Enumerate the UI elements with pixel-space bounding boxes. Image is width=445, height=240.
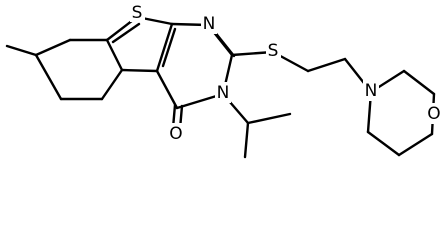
atom-o-morpholine: O xyxy=(426,103,443,124)
atom-symbol: N xyxy=(217,83,230,103)
atom-n-morpholine: N xyxy=(363,80,379,101)
atom-symbol: S xyxy=(268,41,279,61)
atom-n-pyrimidine-top: N xyxy=(201,13,217,34)
bond xyxy=(366,130,401,157)
bond xyxy=(34,38,72,57)
atom-symbol: N xyxy=(365,81,378,101)
atom-o-carbonyl: O xyxy=(168,123,185,144)
atom-s-thiophene: S xyxy=(130,2,145,23)
atom-symbol: O xyxy=(427,104,440,124)
atom-s-thioether: S xyxy=(266,40,281,61)
atom-symbol: N xyxy=(203,14,216,34)
atom-n-pyrimidine-bottom: N xyxy=(215,82,231,103)
bond xyxy=(34,53,63,101)
bond xyxy=(155,69,179,110)
bond xyxy=(402,69,436,96)
bond xyxy=(246,112,292,125)
bond xyxy=(120,68,159,73)
bond xyxy=(100,68,124,101)
bond xyxy=(105,38,124,72)
atom-symbol: O xyxy=(169,124,182,144)
bond xyxy=(155,22,174,73)
bond xyxy=(212,29,236,58)
bond xyxy=(111,22,141,44)
bond xyxy=(397,132,434,157)
bond xyxy=(243,121,250,159)
bond xyxy=(5,44,38,57)
bond xyxy=(161,27,177,68)
molecule-structure: S N S N N O O xyxy=(5,2,443,159)
bond xyxy=(306,57,347,73)
atom-labels: S N S N N O O xyxy=(130,2,443,144)
atom-symbol: S xyxy=(132,3,143,23)
